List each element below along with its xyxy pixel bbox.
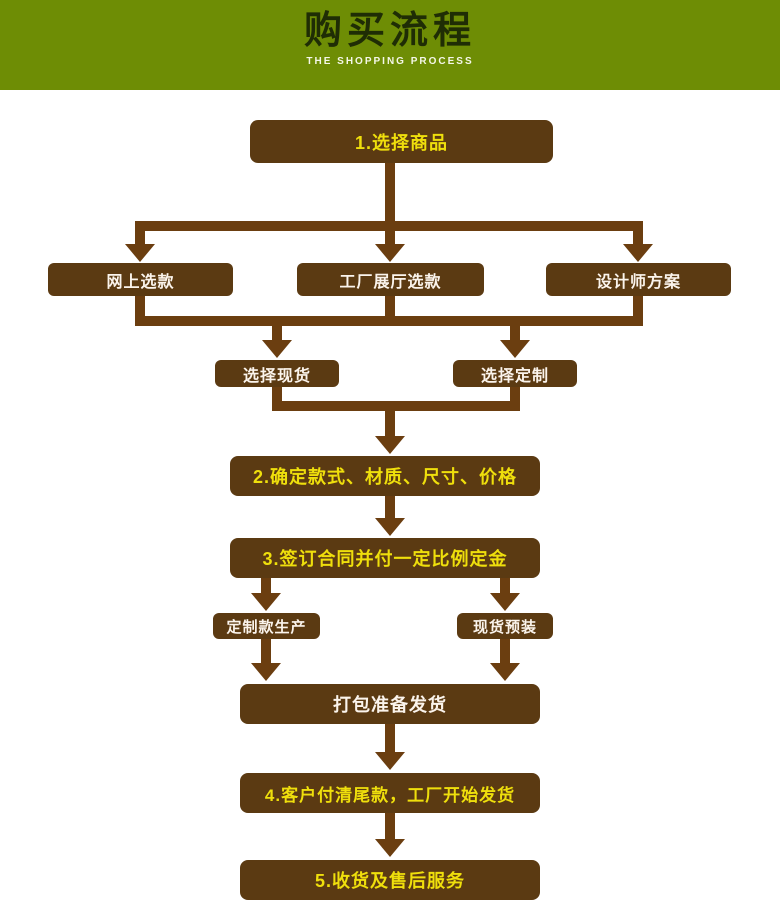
flow-node-designer-plan: 设计师方案 [546, 263, 731, 296]
flow-node-step-3: 3.签订合同并付一定比例定金 [230, 538, 540, 578]
flow-node-choose-custom: 选择定制 [453, 360, 577, 387]
flow-node-packing-shipping-prep: 打包准备发货 [240, 684, 540, 724]
page-title: 购买流程 [303, 10, 476, 52]
flow-node-choose-in-stock: 选择现货 [215, 360, 339, 387]
flow-node-in-stock-preassembly: 现货预装 [457, 613, 553, 639]
flow-node-step-1: 1.选择商品 [250, 120, 553, 163]
header-banner: 购买流程 THE SHOPPING PROCESS [0, 0, 780, 90]
flow-node-custom-production: 定制款生产 [213, 613, 320, 639]
flow-node-online-selection: 网上选款 [48, 263, 233, 296]
flow-node-step-5: 5.收货及售后服务 [240, 860, 540, 900]
page-subtitle: THE SHOPPING PROCESS [306, 56, 474, 67]
flow-node-step-2: 2.确定款式、材质、尺寸、价格 [230, 456, 540, 496]
flow-node-step-4: 4.客户付清尾款，工厂开始发货 [240, 773, 540, 813]
flow-node-factory-showroom-selection: 工厂展厅选款 [297, 263, 484, 296]
